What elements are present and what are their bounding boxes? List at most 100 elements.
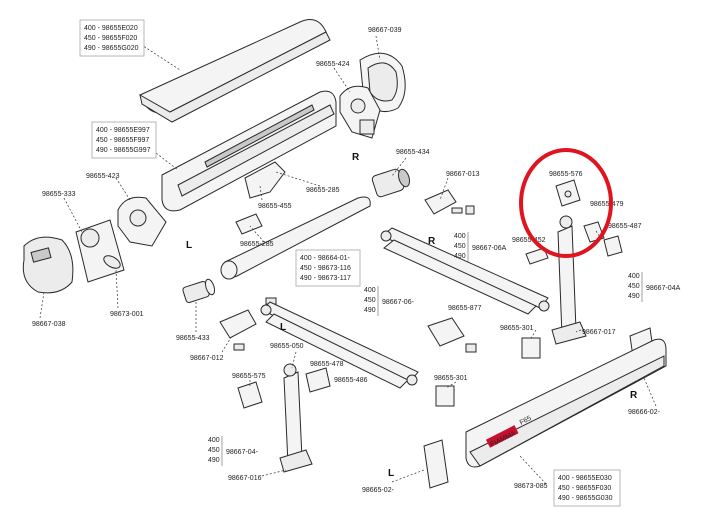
svg-text:L: L xyxy=(280,322,286,333)
clip-285-left-part xyxy=(235,213,263,235)
svg-text:98666-02-: 98666-02- xyxy=(628,409,661,416)
spring-333-part xyxy=(75,219,125,283)
end-mechanism-left-part xyxy=(117,196,167,247)
label-leg-right: 400 450 490 98667-04A xyxy=(628,272,681,302)
svg-text:450 - 98655F997: 450 - 98655F997 xyxy=(96,137,149,144)
svg-text:98655-301: 98655-301 xyxy=(500,325,534,332)
svg-text:98655-050: 98655-050 xyxy=(270,343,304,350)
side-labels: R L R L R L xyxy=(186,152,638,479)
bracket-301-left-part xyxy=(435,385,455,407)
front-bar-part: FIAMMA F65 xyxy=(465,338,667,468)
svg-text:450 - 98655F030: 450 - 98655F030 xyxy=(558,485,611,492)
svg-text:98655-452: 98655-452 xyxy=(512,237,546,244)
svg-text:490: 490 xyxy=(628,293,640,300)
svg-text:450: 450 xyxy=(208,447,220,454)
roller-tube-part xyxy=(220,196,371,280)
svg-text:98655-301: 98655-301 xyxy=(434,375,468,382)
tube-end-433-part xyxy=(182,278,216,304)
brand-badge xyxy=(485,425,519,448)
svg-text:98655-285: 98655-285 xyxy=(240,241,274,248)
svg-text:490: 490 xyxy=(364,307,376,314)
svg-text:98667-04A: 98667-04A xyxy=(646,285,681,292)
svg-text:400: 400 xyxy=(454,233,466,240)
tube-end-434-part xyxy=(371,168,411,198)
svg-text:98667-039: 98667-039 xyxy=(368,27,402,34)
label-leg-left: 400 450 490 98667-04- xyxy=(208,436,259,466)
label-top-cover: 400 - 98655E020 450 - 98655F020 490 - 98… xyxy=(79,19,145,57)
brand-suffix: F65 xyxy=(519,415,533,427)
svg-text:98655-479: 98655-479 xyxy=(590,201,624,208)
label-arm-right: 400 450 490 98667-06A xyxy=(454,232,507,262)
svg-text:R: R xyxy=(630,390,638,401)
leg-right-part xyxy=(551,215,587,345)
label-case-profile: 400 - 98655E997 450 - 98655F997 490 - 98… xyxy=(91,121,157,159)
svg-text:98655-455: 98655-455 xyxy=(258,203,292,210)
end-cap-left-part xyxy=(22,236,74,294)
svg-text:98665-02-: 98665-02- xyxy=(362,487,395,494)
bracket-478-part xyxy=(305,367,331,393)
svg-text:400: 400 xyxy=(628,273,640,280)
top-cover-part xyxy=(139,19,331,123)
svg-text:400 - 98664-01-: 400 - 98664-01- xyxy=(300,255,350,262)
part-number-labels: 98667-039 98655-424 98655-285 98655-455 … xyxy=(32,27,661,494)
bracket-right-part xyxy=(339,85,381,139)
svg-text:490 - 98655G030: 490 - 98655G030 xyxy=(558,495,613,502)
svg-text:490: 490 xyxy=(208,457,220,464)
svg-text:98667-016: 98667-016 xyxy=(228,475,262,482)
bracket-576-right-part xyxy=(555,179,581,207)
svg-text:450 - 98655F020: 450 - 98655F020 xyxy=(84,35,137,42)
svg-text:98667-06-: 98667-06- xyxy=(382,299,415,306)
svg-text:490 - 98655G020: 490 - 98655G020 xyxy=(84,45,139,52)
svg-text:490 - 98673-117: 490 - 98673-117 xyxy=(300,275,351,282)
arm-right-part xyxy=(380,227,550,315)
clip-455-part xyxy=(244,161,286,199)
leg-left-part xyxy=(279,363,313,473)
svg-text:98667-06A: 98667-06A xyxy=(472,245,507,252)
case-profile-part xyxy=(161,90,337,212)
svg-text:98655-486: 98655-486 xyxy=(334,377,368,384)
svg-text:98655-423: 98655-423 xyxy=(86,173,120,180)
svg-text:L: L xyxy=(186,240,192,251)
svg-text:98655-575: 98655-575 xyxy=(232,373,266,380)
svg-text:98667-012: 98667-012 xyxy=(190,355,224,362)
svg-text:400 - 98655E020: 400 - 98655E020 xyxy=(84,25,138,32)
svg-text:98667-013: 98667-013 xyxy=(446,171,480,178)
svg-text:98667-04-: 98667-04- xyxy=(226,449,259,456)
svg-text:400: 400 xyxy=(364,287,376,294)
bracket-301-right-part xyxy=(521,337,541,359)
svg-text:98673-085: 98673-085 xyxy=(514,483,548,490)
svg-text:98655-333: 98655-333 xyxy=(42,191,76,198)
svg-text:R: R xyxy=(428,236,436,247)
svg-text:98655-424: 98655-424 xyxy=(316,61,350,68)
svg-text:98667-017: 98667-017 xyxy=(582,329,616,336)
arm-left-part xyxy=(260,301,419,389)
svg-text:R: R xyxy=(352,152,360,163)
bracket-013-part xyxy=(424,189,475,215)
svg-text:450 - 98673-116: 450 - 98673-116 xyxy=(300,265,351,272)
svg-text:490 - 98655G997: 490 - 98655G997 xyxy=(96,147,151,154)
end-cap-bottom-left-part xyxy=(423,439,449,489)
label-roller-tube: 400 - 98664-01- 450 - 98673-116 490 - 98… xyxy=(295,249,361,287)
bracket-877-part xyxy=(427,317,477,353)
svg-text:400: 400 xyxy=(208,437,220,444)
svg-text:400 - 98655E030: 400 - 98655E030 xyxy=(558,475,612,482)
svg-text:98655-285: 98655-285 xyxy=(306,187,340,194)
svg-text:L: L xyxy=(388,468,394,479)
svg-text:450: 450 xyxy=(454,243,466,250)
svg-text:400 - 98655E997: 400 - 98655E997 xyxy=(96,127,150,134)
svg-text:98655-877: 98655-877 xyxy=(448,305,482,312)
svg-text:98673-001: 98673-001 xyxy=(110,311,144,318)
highlight-circle xyxy=(519,148,613,258)
clip-452-part xyxy=(525,247,549,265)
svg-text:98655-478: 98655-478 xyxy=(310,361,344,368)
svg-text:450: 450 xyxy=(628,283,640,290)
svg-text:98655-576: 98655-576 xyxy=(549,171,583,178)
svg-text:98667-038: 98667-038 xyxy=(32,321,66,328)
svg-text:98655-434: 98655-434 xyxy=(396,149,430,156)
svg-text:450: 450 xyxy=(364,297,376,304)
label-arm-left: 400 450 490 98667-06- xyxy=(364,286,415,316)
end-cap-right-part xyxy=(359,52,406,113)
pin-487-part xyxy=(603,235,623,257)
